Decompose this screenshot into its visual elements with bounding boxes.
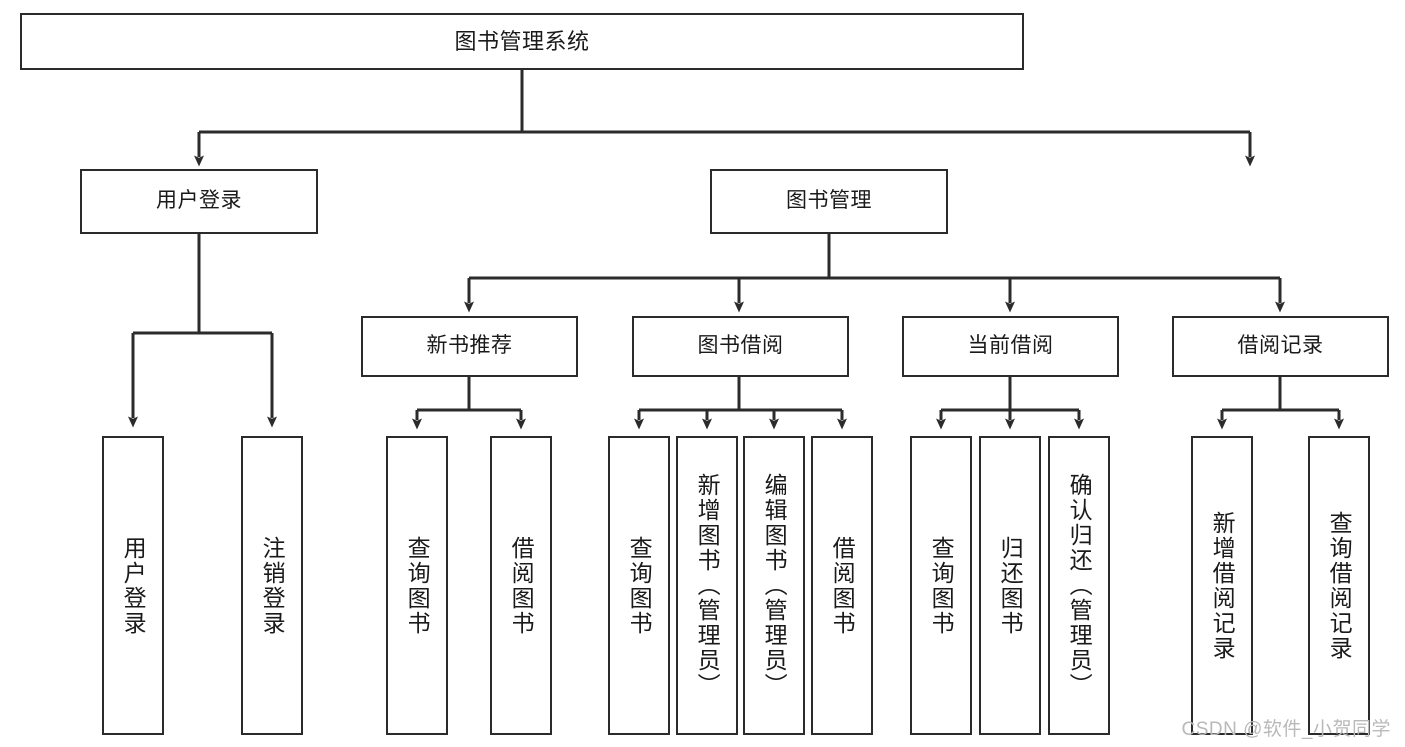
- node-book-borrow[interactable]: 图书借阅: [632, 316, 849, 377]
- node-label: 图书借阅: [697, 334, 784, 358]
- watermark-text: CSDN @软件_小贺同学: [1181, 719, 1391, 740]
- node-label: 借阅图书: [508, 535, 535, 636]
- node-label: 查询图书: [626, 535, 653, 636]
- node-label: 查询图书: [928, 535, 955, 636]
- node-label: 新书推荐: [426, 334, 513, 358]
- node-current-borrow[interactable]: 当前借阅: [902, 316, 1119, 377]
- leaf-query-borrow-record[interactable]: 查询借阅记录: [1308, 436, 1370, 735]
- node-label: 查询借阅记录: [1326, 510, 1353, 661]
- node-label: 图书管理系统: [454, 28, 590, 54]
- node-borrow-record[interactable]: 借阅记录: [1172, 316, 1389, 377]
- leaf-user-login[interactable]: 用户登录: [102, 436, 164, 735]
- node-label: 用户登录: [156, 189, 242, 213]
- node-label: 注销登录: [259, 535, 286, 636]
- leaf-add-borrow-record[interactable]: 新增借阅记录: [1191, 436, 1253, 735]
- leaf-borrow-book-recommend[interactable]: 借阅图书: [490, 436, 552, 735]
- leaf-borrow-book-borrow[interactable]: 借阅图书: [811, 436, 873, 735]
- node-label: 确认归还（管理员）: [1066, 473, 1093, 698]
- node-label: 用户登录: [120, 535, 147, 636]
- node-user-login[interactable]: 用户登录: [80, 169, 318, 234]
- leaf-return-book[interactable]: 归还图书: [979, 436, 1041, 735]
- node-book-manage[interactable]: 图书管理: [710, 169, 948, 234]
- leaf-logout-login[interactable]: 注销登录: [241, 436, 303, 735]
- node-label: 归还图书: [997, 535, 1024, 636]
- node-label: 图书管理: [786, 189, 872, 213]
- leaf-confirm-return-admin[interactable]: 确认归还（管理员）: [1048, 436, 1110, 735]
- node-label: 借阅记录: [1237, 334, 1324, 358]
- leaf-add-book-admin[interactable]: 新增图书（管理员）: [676, 436, 738, 735]
- leaf-edit-book-admin[interactable]: 编辑图书（管理员）: [743, 436, 805, 735]
- node-label: 查询图书: [404, 535, 431, 636]
- node-label: 编辑图书（管理员）: [761, 473, 788, 698]
- node-root-system[interactable]: 图书管理系统: [20, 13, 1024, 70]
- leaf-query-book-recommend[interactable]: 查询图书: [386, 436, 448, 735]
- leaf-query-book-borrow[interactable]: 查询图书: [608, 436, 670, 735]
- node-label: 新增借阅记录: [1209, 510, 1236, 661]
- node-label: 当前借阅: [967, 334, 1054, 358]
- node-label: 新增图书（管理员）: [694, 473, 721, 698]
- node-label: 借阅图书: [829, 535, 856, 636]
- leaf-query-book-current[interactable]: 查询图书: [910, 436, 972, 735]
- node-new-book-recommend[interactable]: 新书推荐: [361, 316, 578, 377]
